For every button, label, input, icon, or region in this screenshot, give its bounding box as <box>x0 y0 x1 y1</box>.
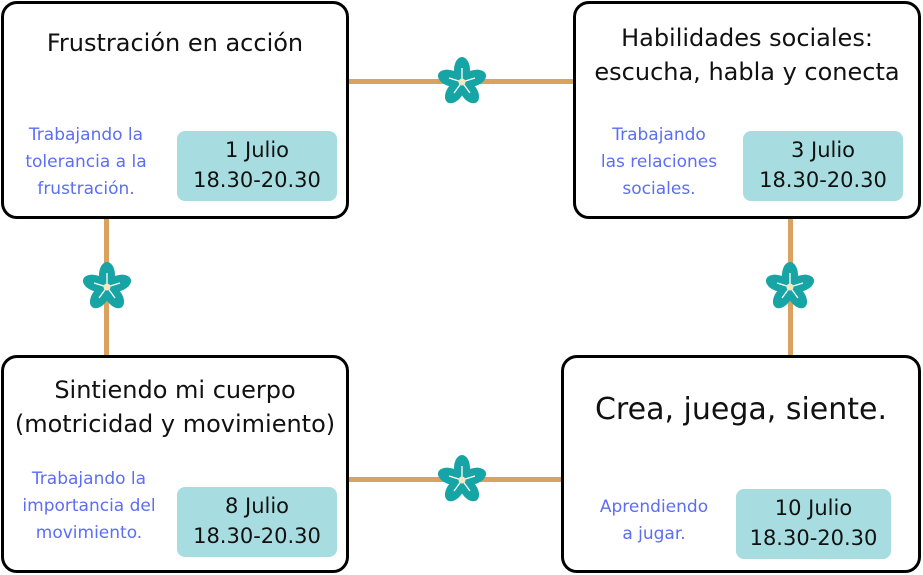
date-box: 8 Julio 18.30-20.30 <box>177 487 337 557</box>
subtitle-line: a jugar. <box>622 524 686 544</box>
date-box: 1 Julio 18.30-20.30 <box>177 131 337 201</box>
card-title: Sintiendo mi cuerpo (motricidad y movimi… <box>4 373 346 441</box>
card-title-line: escucha, habla y conecta <box>594 58 900 86</box>
session-time: 18.30-20.30 <box>749 526 878 550</box>
card-title: Habilidades sociales: escucha, habla y c… <box>576 21 918 89</box>
date-box: 10 Julio 18.30-20.30 <box>736 489 891 559</box>
subtitle-line: Trabajando la <box>31 469 147 489</box>
session-date: 1 Julio <box>224 138 290 162</box>
session-time: 18.30-20.30 <box>193 168 321 192</box>
card-frustracion: Frustración en acción Trabajando la tole… <box>1 1 349 219</box>
session-time: 18.30-20.30 <box>193 524 321 548</box>
card-subtitle: Trabajando la importancia del movimiento… <box>14 466 164 547</box>
card-sintiendo: Sintiendo mi cuerpo (motricidad y movimi… <box>1 355 349 573</box>
session-date: 8 Julio <box>224 494 290 518</box>
card-subtitle: Aprendiendo a jugar. <box>584 494 724 548</box>
subtitle-line: frustración. <box>37 179 135 199</box>
subtitle-line: importancia del <box>22 496 156 516</box>
flower-icon <box>436 56 488 108</box>
flower-icon <box>436 454 488 506</box>
subtitle-line: Trabajando <box>612 125 706 145</box>
card-title-line: Crea, juega, siente. <box>594 392 888 427</box>
card-title: Frustración en acción <box>4 26 346 60</box>
subtitle-line: sociales. <box>622 179 696 199</box>
card-subtitle: Trabajando la tolerancia a la frustració… <box>12 122 160 203</box>
session-time: 18.30-20.30 <box>759 168 887 192</box>
flower-icon <box>81 261 133 313</box>
card-title: Crea, juega, siente. <box>564 390 918 430</box>
card-title-line: Habilidades sociales: <box>621 24 873 52</box>
date-box: 3 Julio 18.30-20.30 <box>743 131 903 201</box>
card-title-line: (motricidad y movimiento) <box>14 410 336 438</box>
subtitle-line: movimiento. <box>35 523 143 543</box>
card-subtitle: Trabajando las relaciones sociales. <box>584 122 734 203</box>
session-date: 10 Julio <box>774 496 853 520</box>
card-title-line: Sintiendo mi cuerpo <box>54 376 296 404</box>
subtitle-line: tolerancia a la <box>25 152 147 172</box>
card-crea: Crea, juega, siente. Aprendiendo a jugar… <box>561 355 921 573</box>
subtitle-line: Aprendiendo <box>599 497 709 517</box>
subtitle-line: Trabajando la <box>28 125 144 145</box>
subtitle-line: las relaciones <box>600 152 718 172</box>
card-title-line: Frustración en acción <box>46 29 304 57</box>
session-date: 3 Julio <box>790 138 856 162</box>
flower-icon <box>764 261 816 313</box>
card-habilidades: Habilidades sociales: escucha, habla y c… <box>573 1 921 219</box>
